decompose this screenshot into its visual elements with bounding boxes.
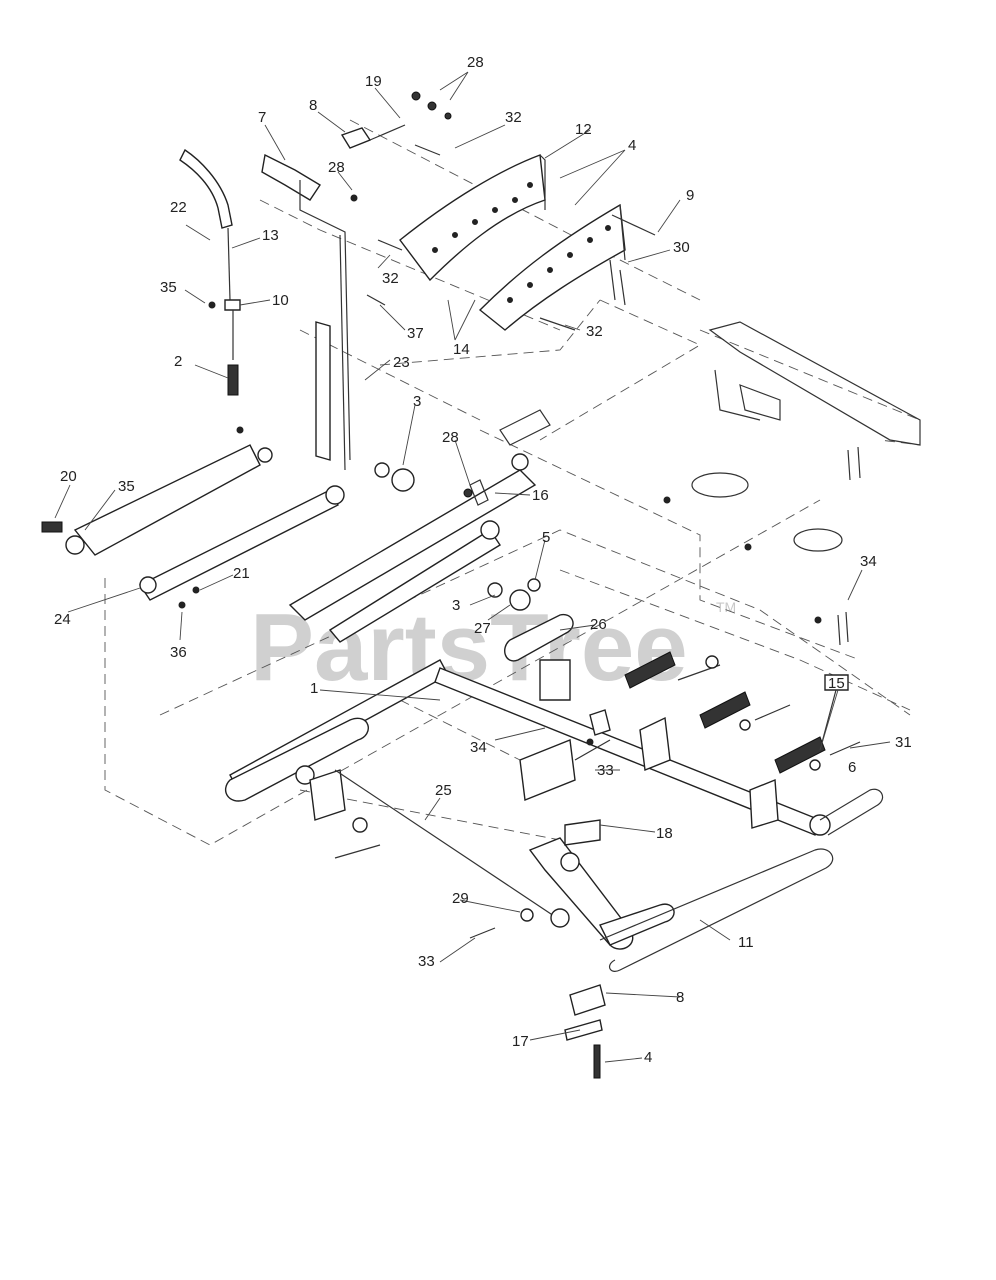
- control-lever: [261, 153, 351, 471]
- pedal-assembly: [469, 819, 834, 972]
- callout-36: 36: [170, 644, 187, 661]
- rear-deck-plate: [663, 321, 921, 646]
- center-lift-arm: [288, 409, 551, 643]
- callout-labels: 28 19 8 32 12 4 7 28 9 22 13 30 32 35 10…: [54, 54, 912, 1066]
- callout-30: 30: [673, 239, 690, 256]
- callout-8: 8: [309, 97, 317, 114]
- callout-4: 4: [628, 137, 636, 154]
- left-pivot-bracket: [309, 769, 561, 921]
- callout-7: 7: [258, 109, 266, 126]
- callout-12: 12: [575, 121, 592, 138]
- callout-5: 5: [542, 529, 550, 546]
- upper-hardware: [340, 91, 656, 331]
- callout-27: 27: [474, 620, 491, 637]
- callout-24: 24: [54, 611, 71, 628]
- callout-8: 8: [676, 989, 684, 1006]
- callout-3: 3: [413, 393, 421, 410]
- callout-4: 4: [644, 1049, 652, 1066]
- callout-33: 33: [597, 762, 614, 779]
- callout-15: 15: [828, 675, 845, 692]
- callout-10: 10: [272, 292, 289, 309]
- callout-26: 26: [590, 616, 607, 633]
- callout-13: 13: [262, 227, 279, 244]
- callout-20: 20: [60, 468, 77, 485]
- main-shaft: [225, 659, 884, 836]
- link-26: [504, 613, 574, 662]
- lift-handle: [179, 148, 241, 396]
- callout-25: 25: [435, 782, 452, 799]
- callout-37: 37: [407, 325, 424, 342]
- callout-3: 3: [452, 597, 460, 614]
- left-lift-arm: [41, 444, 345, 609]
- lower-bracket: [519, 738, 611, 801]
- callout-1: 1: [310, 680, 318, 697]
- callout-32: 32: [382, 270, 399, 287]
- callout-31: 31: [895, 734, 912, 751]
- callout-6: 6: [848, 759, 856, 776]
- lower-hardware: [564, 984, 606, 1079]
- callout-18: 18: [656, 825, 673, 842]
- callout-32: 32: [586, 323, 603, 340]
- springs: [624, 651, 861, 774]
- callout-21: 21: [233, 565, 250, 582]
- callout-22: 22: [170, 199, 187, 216]
- callout-28: 28: [328, 159, 345, 176]
- callout-34: 34: [470, 739, 487, 756]
- callout-14: 14: [453, 341, 470, 358]
- callout-9: 9: [686, 187, 694, 204]
- watermark-trademark: TM: [716, 599, 736, 615]
- callout-33: 33: [418, 953, 435, 970]
- callout-2: 2: [174, 353, 182, 370]
- bushings: [236, 426, 541, 611]
- callout-23: 23: [393, 354, 410, 371]
- upper-bracket-assembly: [399, 154, 626, 331]
- callout-19: 19: [365, 73, 382, 90]
- callout-29: 29: [452, 890, 469, 907]
- leader-lines: [54, 71, 891, 1063]
- callout-11: 11: [738, 934, 754, 951]
- callout-17: 17: [512, 1033, 529, 1050]
- callout-32: 32: [505, 109, 522, 126]
- callout-34: 34: [860, 553, 877, 570]
- callout-16: 16: [532, 487, 549, 504]
- callout-28: 28: [467, 54, 484, 71]
- callout-35: 35: [118, 478, 135, 495]
- callout-35: 35: [160, 279, 177, 296]
- callout-28: 28: [442, 429, 459, 446]
